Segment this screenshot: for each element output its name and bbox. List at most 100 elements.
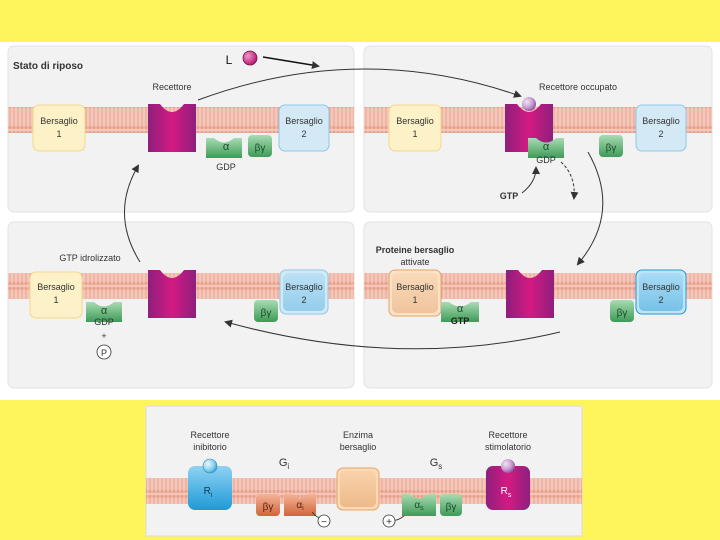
panel-resting: Stato di riposo Recettore Bersaglio 1 α … <box>7 45 355 213</box>
gdp-gtp-exchange-arrow <box>521 166 540 194</box>
gtp-label: GTP <box>451 316 470 326</box>
target-2: Bersaglio 2 <box>279 269 329 315</box>
receptor <box>148 104 196 152</box>
gdp-label: GDP <box>216 162 236 172</box>
svg-text:Bersaglio: Bersaglio <box>642 282 680 292</box>
svg-text:βγ: βγ <box>261 308 272 319</box>
svg-text:α: α <box>223 141 230 153</box>
plus-sign: + <box>101 331 106 341</box>
target-2-activated: Bersaglio 2 <box>635 269 687 315</box>
svg-text:α: α <box>543 141 550 153</box>
receptor <box>506 270 554 318</box>
panel-title: GTP idrolizzato <box>59 253 120 263</box>
target-2: Bersaglio 2 <box>278 104 330 152</box>
svg-text:α: α <box>101 305 108 317</box>
ligand-label: L <box>226 53 233 67</box>
gi-betagamma-subunit: βγ <box>256 494 280 516</box>
bound-ligand <box>522 97 536 111</box>
svg-text:αs: αs <box>414 500 424 512</box>
svg-text:1: 1 <box>412 295 417 305</box>
svg-text:2: 2 <box>658 129 663 139</box>
svg-text:α: α <box>457 303 464 315</box>
g-betagamma-subunit: βγ <box>254 300 278 322</box>
inhibitory-ligand-icon <box>202 458 218 474</box>
svg-text:1: 1 <box>56 129 61 139</box>
svg-text:βγ: βγ <box>617 308 628 319</box>
svg-text:2: 2 <box>658 295 663 305</box>
svg-text:Gs: Gs <box>430 457 443 471</box>
stimulation-sign: + <box>382 514 405 528</box>
svg-text:+: + <box>386 517 392 528</box>
receptor <box>148 270 196 318</box>
panel-activated: Proteine bersaglio attivate Bersaglio 1 … <box>363 221 713 389</box>
gdp-release-arrow <box>560 161 579 200</box>
svg-text:Gi: Gi <box>279 457 290 471</box>
svg-text:P: P <box>101 348 107 358</box>
svg-text:βγ: βγ <box>255 143 266 154</box>
svg-text:1: 1 <box>412 129 417 139</box>
g-alpha-subunit: α <box>206 138 242 158</box>
svg-text:inibitorio: inibitorio <box>193 442 227 452</box>
svg-text:stimolatorio: stimolatorio <box>485 442 531 452</box>
cycle-arrow-bottom <box>224 319 561 350</box>
g-alpha-subunit-gtp: α GTP <box>441 302 479 326</box>
svg-text:αi: αi <box>296 500 304 512</box>
svg-text:Ri: Ri <box>204 486 213 499</box>
svg-text:βγ: βγ <box>446 502 457 513</box>
svg-text:Rs: Rs <box>501 486 512 499</box>
panel-hydrolyzed: GTP idrolizzato Bersaglio 1 α GDP + P βγ… <box>7 221 355 389</box>
receptor-label: Recettore occupato <box>539 82 617 92</box>
svg-text:2: 2 <box>301 295 306 305</box>
ligand-arrow <box>262 56 320 69</box>
target-1: Bersaglio 1 <box>32 104 86 152</box>
svg-text:Recettore: Recettore <box>190 430 229 440</box>
g-betagamma-subunit: βγ <box>248 135 272 157</box>
gdp-label: GDP <box>536 155 556 165</box>
gi-gs-scheme: Recettore inibitorio Ri Gi βγ αi − Enzim… <box>145 405 583 537</box>
svg-text:Bersaglio: Bersaglio <box>40 116 78 126</box>
svg-text:βγ: βγ <box>606 143 617 154</box>
g-betagamma-subunit: βγ <box>610 300 634 322</box>
panel-title-line1: Proteine bersaglio <box>376 245 455 255</box>
gs-alpha-subunit: αs <box>402 494 436 516</box>
receptor-label: Recettore <box>152 82 191 92</box>
g-alpha-subunit: α <box>86 302 122 322</box>
svg-text:Bersaglio: Bersaglio <box>285 116 323 126</box>
svg-text:Bersaglio: Bersaglio <box>396 282 434 292</box>
panel-title-line2: attivate <box>400 257 429 267</box>
target-1-activated: Bersaglio 1 <box>388 269 442 317</box>
svg-text:Bersaglio: Bersaglio <box>642 116 680 126</box>
receptor-occupied <box>505 97 553 152</box>
svg-text:2: 2 <box>301 129 306 139</box>
svg-text:Bersaglio: Bersaglio <box>285 282 323 292</box>
svg-text:1: 1 <box>53 295 58 305</box>
ligand: L <box>226 50 320 69</box>
cycle-arrow-top <box>197 68 522 101</box>
svg-text:βγ: βγ <box>263 502 274 513</box>
stimulatory-ligand-icon <box>501 459 515 473</box>
target-1: Bersaglio 1 <box>388 104 442 152</box>
ligand-icon <box>242 50 258 66</box>
panel-title: Stato di riposo <box>13 61 83 72</box>
target-enzyme <box>336 467 380 511</box>
inhibitory-receptor: Ri <box>188 458 232 510</box>
target-1: Bersaglio 1 <box>29 271 83 319</box>
phosphate-icon: P <box>96 344 112 360</box>
stimulatory-receptor: Rs <box>486 459 530 510</box>
svg-text:Bersaglio: Bersaglio <box>37 282 75 292</box>
svg-text:Enzima: Enzima <box>343 430 373 440</box>
svg-text:bersaglio: bersaglio <box>340 442 377 452</box>
cycle-arrow-left <box>124 164 141 263</box>
svg-text:Bersaglio: Bersaglio <box>396 116 434 126</box>
gtp-label: GTP <box>500 191 519 201</box>
g-betagamma-subunit: βγ <box>599 135 623 157</box>
gs-betagamma-subunit: βγ <box>440 494 462 516</box>
inhibition-sign: − <box>311 511 331 528</box>
g-alpha-subunit: α <box>528 138 564 158</box>
cycle-arrow-right <box>576 151 604 266</box>
gdp-label: GDP <box>94 317 114 327</box>
gi-alpha-subunit: αi <box>284 494 316 516</box>
panel-occupied: Recettore occupato Bersaglio 1 α GDP βγ … <box>363 45 713 213</box>
target-2: Bersaglio 2 <box>635 104 687 152</box>
